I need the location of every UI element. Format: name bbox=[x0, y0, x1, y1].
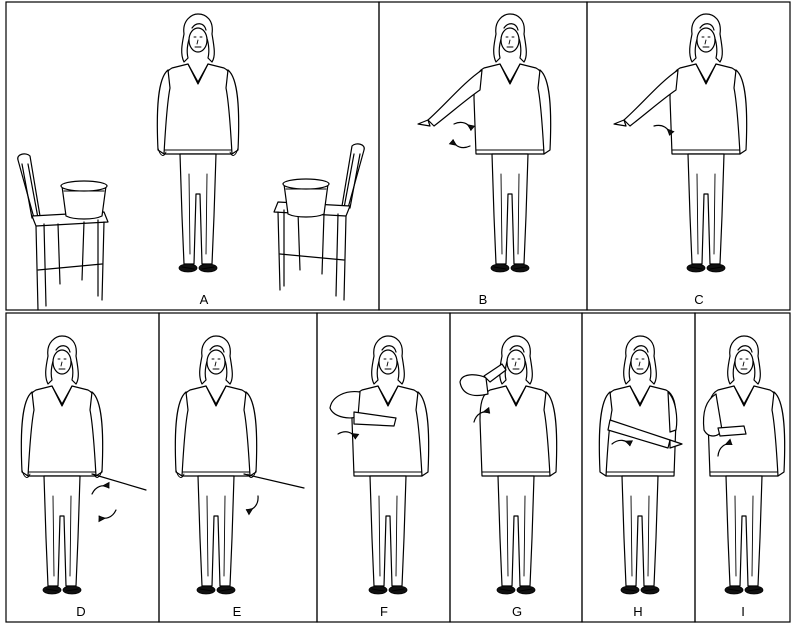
figure-e bbox=[175, 336, 256, 594]
pot-right bbox=[283, 179, 329, 217]
panel-label-i: I bbox=[733, 604, 753, 619]
panel-label-h: H bbox=[628, 604, 648, 619]
panel-b-frame bbox=[379, 2, 587, 310]
panel-label-c: C bbox=[689, 292, 709, 307]
figure-b bbox=[418, 14, 551, 272]
chair-left bbox=[18, 154, 108, 310]
arrow-d-up bbox=[90, 482, 111, 494]
panel-label-a: A bbox=[194, 292, 214, 307]
figure-g bbox=[460, 336, 557, 594]
panel-label-d: D bbox=[71, 604, 91, 619]
panel-a-scene bbox=[18, 14, 365, 310]
arrow-b-down bbox=[449, 139, 470, 151]
figure-f bbox=[330, 336, 429, 594]
figure-d bbox=[21, 336, 102, 594]
panel-label-f: F bbox=[374, 604, 394, 619]
arrow-b-up bbox=[454, 119, 475, 131]
stick-e bbox=[244, 474, 304, 488]
arrow-d-down bbox=[97, 510, 118, 522]
pot-left bbox=[61, 181, 107, 219]
figure-i bbox=[704, 336, 785, 594]
panel-label-b: B bbox=[473, 292, 493, 307]
chair-right bbox=[274, 144, 364, 300]
panel-label-e: E bbox=[227, 604, 247, 619]
stick-d bbox=[92, 474, 146, 490]
panel-label-g: G bbox=[507, 604, 527, 619]
figure-c bbox=[614, 14, 747, 272]
figure-a bbox=[157, 14, 238, 272]
arrow-e bbox=[245, 496, 262, 515]
figure-h bbox=[599, 336, 682, 594]
